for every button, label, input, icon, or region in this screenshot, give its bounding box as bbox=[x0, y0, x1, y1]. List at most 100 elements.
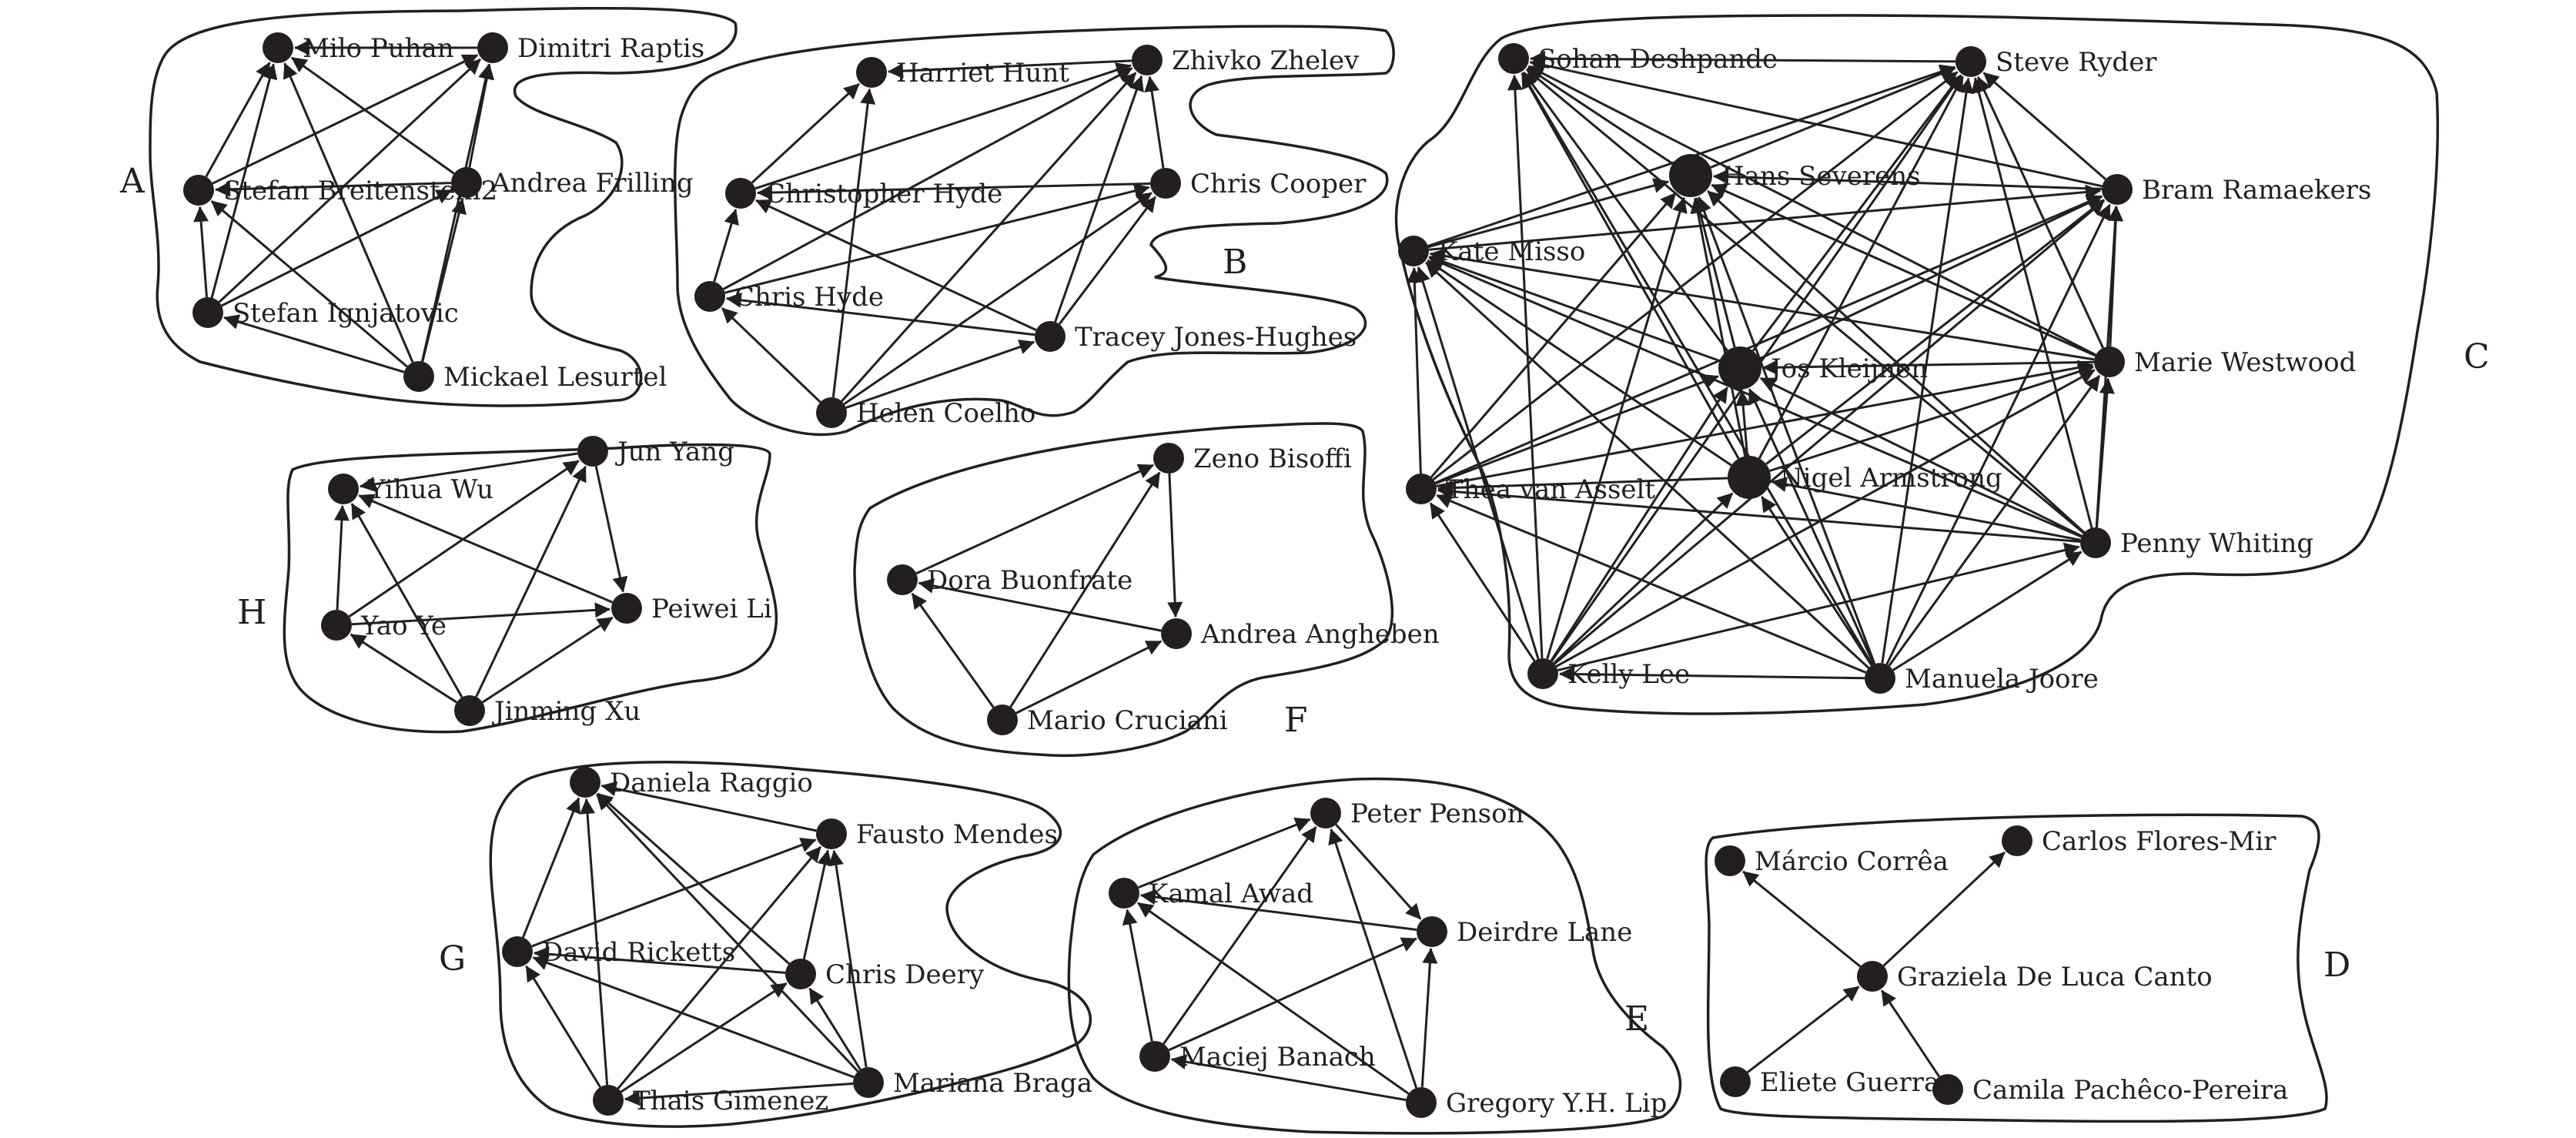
node-stefanb[interactable] bbox=[183, 175, 214, 206]
edge-manuela-to-marie bbox=[1888, 374, 2101, 667]
node-label-chrisdeery: Chris Deery bbox=[825, 959, 985, 990]
edge-marie-to-hans bbox=[1711, 183, 2096, 357]
cluster-outline-e bbox=[1067, 777, 1682, 1135]
node-milo[interactable] bbox=[263, 32, 293, 63]
edge-chrishyde-to-christopher bbox=[713, 209, 739, 283]
edge-graziela-to-carlos bbox=[1882, 851, 2006, 967]
node-harriet[interactable] bbox=[856, 57, 887, 88]
node-chrisdeery[interactable] bbox=[785, 959, 816, 989]
node-carlos[interactable] bbox=[2002, 825, 2032, 856]
node-label-milo: Milo Puhan bbox=[303, 33, 454, 64]
node-nigel[interactable] bbox=[1728, 456, 1771, 499]
node-jinming[interactable] bbox=[454, 695, 485, 726]
node-hans[interactable] bbox=[1669, 154, 1712, 197]
node-eliete[interactable] bbox=[1720, 1066, 1751, 1097]
node-label-jos: Jos Kleijnen bbox=[1768, 353, 1928, 384]
edge-steve-to-sohan bbox=[1530, 51, 1956, 67]
edge-kate-to-bram bbox=[1428, 184, 2102, 251]
node-fausto[interactable] bbox=[816, 818, 847, 849]
node-kelly[interactable] bbox=[1527, 658, 1558, 689]
node-peiwei[interactable] bbox=[611, 593, 642, 624]
node-manuela[interactable] bbox=[1865, 663, 1895, 694]
edge-thea-to-bram bbox=[1434, 195, 2103, 484]
node-david[interactable] bbox=[502, 936, 533, 967]
node-jos[interactable] bbox=[1718, 346, 1761, 390]
node-graziela[interactable] bbox=[1857, 961, 1888, 992]
edge-penny-to-jos bbox=[1760, 377, 2083, 537]
node-label-tracey: Tracey Jones-Hughes bbox=[1075, 322, 1357, 353]
node-camila[interactable] bbox=[1932, 1074, 1963, 1105]
node-dora[interactable] bbox=[887, 564, 918, 595]
node-gregory[interactable] bbox=[1406, 1087, 1437, 1118]
node-deirdre[interactable] bbox=[1417, 916, 1447, 947]
cluster-label-d: D bbox=[2323, 946, 2350, 985]
node-mickael[interactable] bbox=[403, 361, 434, 392]
node-thais[interactable] bbox=[593, 1085, 624, 1116]
node-yaoye[interactable] bbox=[321, 610, 352, 641]
edge-graziela-to-marcio bbox=[1742, 870, 1862, 968]
node-label-marcio: Márcio Corrêa bbox=[1755, 846, 1949, 877]
node-zhivko[interactable] bbox=[1132, 45, 1163, 75]
node-penny[interactable] bbox=[2080, 527, 2111, 558]
edge-gregory-to-deirdre bbox=[1420, 948, 1438, 1088]
edge-mickael-to-stefani bbox=[223, 314, 405, 373]
node-yihua[interactable] bbox=[328, 474, 359, 504]
edge-thea-to-hans bbox=[1430, 192, 1677, 478]
cluster-outline-d bbox=[1705, 813, 2328, 1123]
node-helen[interactable] bbox=[816, 397, 847, 428]
edge-junyang-to-yihua bbox=[359, 452, 578, 492]
node-mario[interactable] bbox=[987, 705, 1018, 735]
edge-jos-to-sohan bbox=[1522, 71, 1728, 352]
edge-zeno-to-andreaa bbox=[1167, 473, 1183, 618]
node-zeno[interactable] bbox=[1153, 443, 1184, 474]
node-christopher[interactable] bbox=[725, 178, 756, 209]
edge-junyang-to-peiwei bbox=[594, 466, 628, 593]
node-chrishyde[interactable] bbox=[694, 281, 725, 312]
edge-penny-to-sohan bbox=[1525, 68, 2085, 534]
edge-kelly-to-hans bbox=[1546, 196, 1688, 660]
node-bram[interactable] bbox=[2102, 174, 2133, 205]
node-kate[interactable] bbox=[1398, 236, 1429, 266]
edge-penny-to-thea bbox=[1437, 484, 2081, 543]
node-maciej[interactable] bbox=[1139, 1041, 1170, 1072]
node-label-deirdre: Deirdre Lane bbox=[1457, 917, 1632, 948]
edge-penny-to-marie bbox=[2096, 377, 2115, 528]
node-andreaa[interactable] bbox=[1161, 618, 1192, 649]
node-andreaf[interactable] bbox=[451, 167, 482, 198]
node-tracey[interactable] bbox=[1035, 321, 1066, 352]
node-label-maciej: Maciej Banach bbox=[1179, 1042, 1376, 1073]
edge-manuela-to-hans bbox=[1696, 196, 1876, 664]
edge-marie-to-steve bbox=[1976, 76, 2104, 349]
edge-helen-to-zhivko bbox=[841, 72, 1137, 403]
edge-jos-to-bram bbox=[1758, 196, 2103, 360]
node-kamal[interactable] bbox=[1109, 878, 1139, 909]
edge-mickael-to-milo bbox=[283, 62, 414, 363]
node-dimitri[interactable] bbox=[477, 32, 508, 63]
node-stefani[interactable] bbox=[192, 297, 223, 328]
node-label-thea: Thea van Asselt bbox=[1446, 474, 1655, 505]
node-marie[interactable] bbox=[2094, 346, 2125, 377]
edge-maciej-to-deirdre bbox=[1168, 937, 1417, 1052]
edge-yaoye-to-junyang bbox=[348, 460, 580, 618]
node-chriscooper[interactable] bbox=[1150, 168, 1181, 199]
edge-dora-to-zeno bbox=[915, 464, 1154, 575]
node-peter[interactable] bbox=[1310, 798, 1341, 828]
edge-layer bbox=[193, 40, 2124, 1106]
node-steve[interactable] bbox=[1955, 46, 1986, 77]
edge-marie-to-jos bbox=[1762, 360, 2095, 376]
edge-chriscooper-to-zhivko bbox=[1144, 75, 1165, 169]
node-label-daniela: Daniela Raggio bbox=[610, 768, 813, 798]
node-junyang[interactable] bbox=[577, 436, 608, 467]
node-thea[interactable] bbox=[1406, 474, 1437, 504]
node-mariana[interactable] bbox=[853, 1067, 884, 1098]
node-label-chrishyde: Chris Hyde bbox=[734, 282, 884, 313]
node-marcio[interactable] bbox=[1715, 845, 1745, 876]
node-sohan[interactable] bbox=[1498, 43, 1529, 74]
edge-kelly-to-penny bbox=[1557, 542, 2080, 671]
node-label-mario: Mario Cruciani bbox=[1027, 705, 1228, 736]
edge-kelly-to-thea bbox=[1429, 502, 1536, 662]
edge-helen-to-chrishyde bbox=[721, 307, 821, 403]
node-daniela[interactable] bbox=[570, 767, 601, 798]
cluster-outline-b bbox=[674, 25, 1395, 437]
